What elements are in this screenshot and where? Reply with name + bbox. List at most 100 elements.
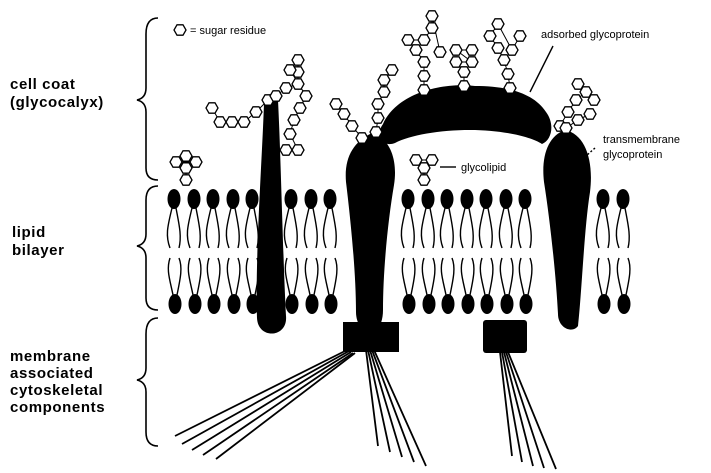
lipid-head (461, 189, 474, 209)
cell-coat-label-line1: cell coat (10, 76, 75, 93)
lipid-tail (168, 258, 181, 295)
sugar-residue (502, 69, 514, 79)
sugar-residue (562, 107, 574, 117)
sugar-residue (284, 65, 296, 75)
sugar-residue (180, 151, 192, 161)
lipid-head (403, 294, 416, 314)
sugar-residue (372, 99, 384, 109)
lipid-tail (167, 208, 180, 248)
transmembrane-glycoprotein-label-line2: glycoprotein (603, 149, 662, 161)
phospholipid (616, 189, 630, 314)
lipid-tail (460, 208, 473, 248)
lipid-head (519, 189, 532, 209)
filament (508, 352, 556, 469)
sugar-residue (458, 81, 470, 91)
sugar-residue (588, 95, 600, 105)
hexagon-icon (174, 25, 186, 35)
lipid-tail (461, 258, 474, 295)
lipid-tail (421, 208, 434, 248)
cyto-label-line3: cytoskeletal (10, 382, 103, 399)
sugar-chain (330, 99, 368, 143)
lipid-head (285, 189, 298, 209)
phospholipid (440, 189, 454, 314)
lipid-head (188, 189, 201, 209)
sugar-residue (270, 91, 282, 101)
lipid-head (306, 294, 319, 314)
legend: = sugar residue (174, 25, 266, 37)
lipid-head (169, 294, 182, 314)
phospholipid (401, 189, 415, 314)
sugar-residue (250, 107, 262, 117)
glycolipid-label: glycolipid (461, 162, 506, 174)
sugar-residue (450, 57, 462, 67)
lipid-head (208, 294, 221, 314)
lipid-head (227, 189, 240, 209)
lipid-head (305, 189, 318, 209)
sugar-residue (292, 79, 304, 89)
lipid-tail (402, 258, 415, 295)
lipid-tail (440, 208, 453, 248)
sugar-residue (378, 87, 390, 97)
lipid-head (402, 189, 415, 209)
sugar-residue (292, 145, 304, 155)
sugar-residue (458, 67, 470, 77)
sugar-residue (372, 113, 384, 123)
sugar-residue (402, 35, 414, 45)
sugar-residue (492, 43, 504, 53)
adsorbed-glycoprotein-label: adsorbed glycoprotein (541, 29, 649, 41)
lipid-tail (596, 208, 609, 248)
sugar-residue (418, 85, 430, 95)
lipid-tail (323, 208, 336, 248)
sugar-residue (498, 55, 510, 65)
sugar-residue (214, 117, 226, 127)
sugar-residue (410, 45, 422, 55)
anchor-block-right (483, 320, 527, 353)
sugar-residue (386, 65, 398, 75)
sugar-residue (570, 95, 582, 105)
lipid-tail (207, 258, 220, 295)
sugar-residue (572, 79, 584, 89)
lipid-tail (305, 258, 318, 295)
sugar-residue (356, 133, 368, 143)
lipid-tail (226, 208, 239, 248)
phospholipid (187, 189, 201, 314)
single-pass-protein (257, 95, 286, 334)
sugar-residue (288, 115, 300, 125)
lipid-head (617, 189, 630, 209)
lipid-tail (206, 208, 219, 248)
lipid-head (501, 294, 514, 314)
sugar-residue (238, 117, 250, 127)
lipid-head (168, 189, 181, 209)
sugar-residue (346, 121, 358, 131)
sugar-residue (180, 175, 192, 185)
filament (175, 350, 347, 436)
sugar-residue (294, 103, 306, 113)
sugar-residue (370, 127, 382, 137)
lipid-tail (441, 258, 454, 295)
lipid-head (442, 294, 455, 314)
sugar-chain (170, 151, 202, 185)
sugar-residue (292, 55, 304, 65)
lipid-tail (324, 258, 337, 295)
sugar-residue (280, 145, 292, 155)
sugar-residue (300, 91, 312, 101)
sugar-residue (418, 35, 430, 45)
filament (182, 351, 349, 444)
sugar-residue (418, 57, 430, 67)
lipid-head (207, 189, 220, 209)
lipid-tail (617, 258, 630, 295)
lipid-head (286, 294, 299, 314)
phospholipid (167, 189, 181, 314)
sugar-residue (226, 117, 238, 127)
lipid-head (228, 294, 241, 314)
sugar-chain (484, 19, 526, 93)
lipid-tail (245, 208, 258, 248)
transmembrane-glycoprotein-left (346, 133, 395, 333)
lipid-tail (519, 258, 532, 295)
sugar-residue (426, 23, 438, 33)
sugar-residue (426, 11, 438, 21)
lipid-tail (285, 258, 298, 295)
lipid-tail (188, 258, 201, 295)
sugar-residue (504, 83, 516, 93)
phospholipid (323, 189, 337, 314)
